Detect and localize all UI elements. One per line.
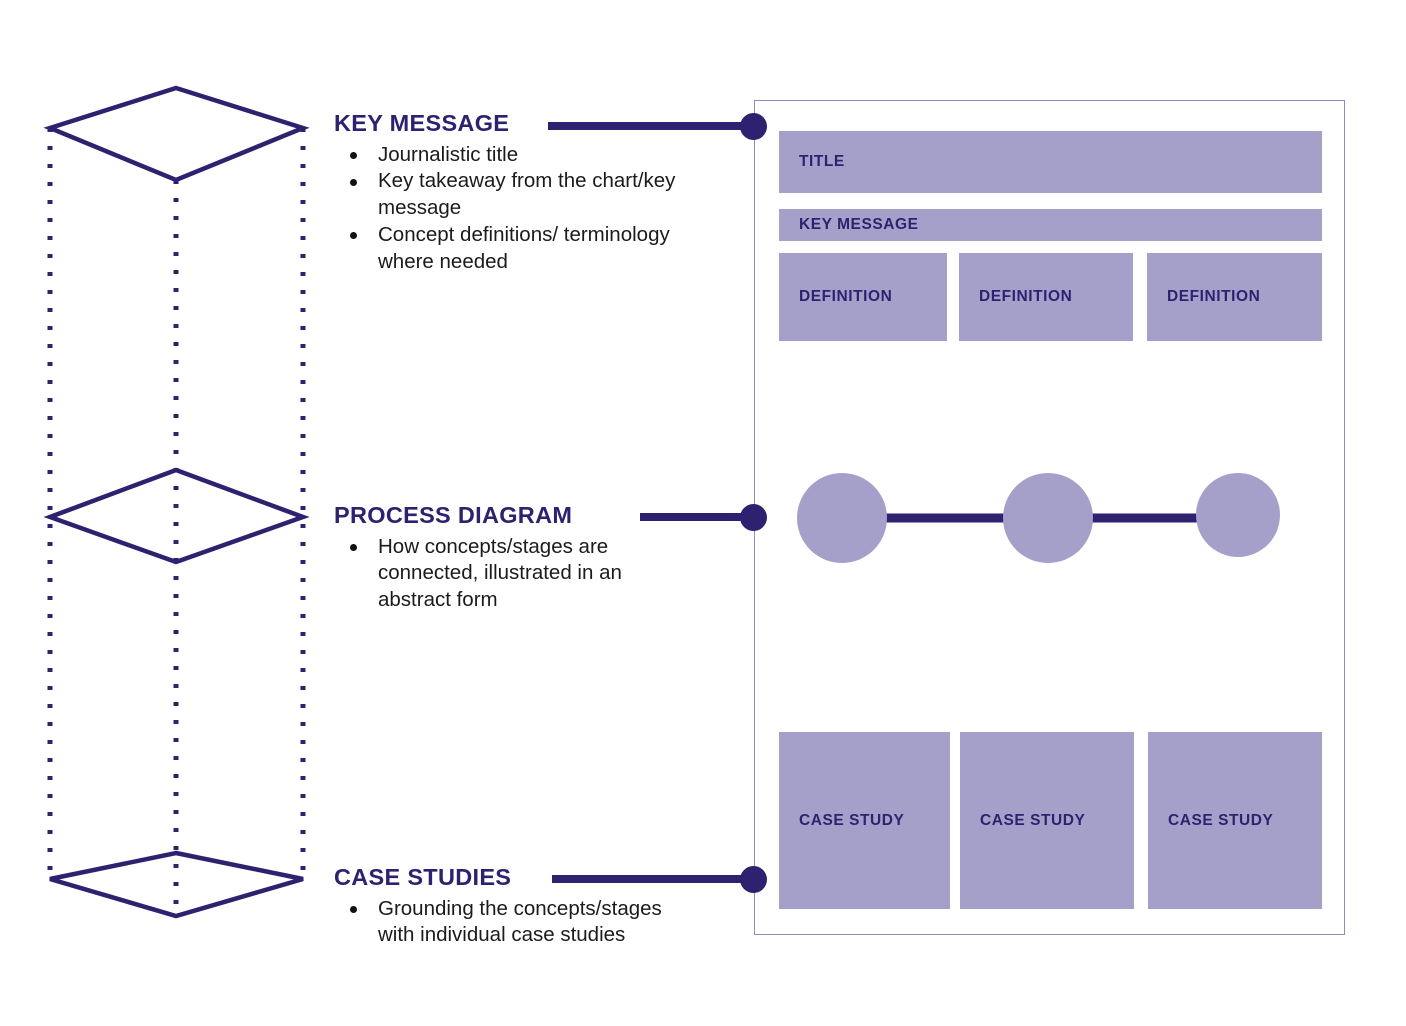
wireframe-case-study-box-1[interactable]: CASE STUDY (779, 732, 950, 909)
connector-dot-case-studies (740, 866, 767, 893)
annotation-key-message-title: KEY MESSAGE (334, 110, 510, 136)
wireframe-case-study-label: CASE STUDY (1168, 811, 1274, 829)
annotation-key-message-bullets: Journalistic title Key takeaway from the… (334, 142, 698, 276)
annotation-key-message-heading: KEY MESSAGE (334, 110, 698, 136)
wireframe-case-study-box-3[interactable]: CASE STUDY (1148, 732, 1322, 909)
wireframe-key-message-box[interactable]: KEY MESSAGE (779, 209, 1322, 241)
annotation-process-diagram-bullets: How concepts/stages are connected, illus… (334, 534, 698, 614)
connector-dot-key-message (740, 113, 767, 140)
annotation-case-studies-heading: CASE STUDIES (334, 864, 698, 890)
bullet-dot-icon (350, 232, 357, 240)
bullet-dot-icon (350, 152, 357, 159)
annotation-process-diagram: PROCESS DIAGRAM How concepts/stages are … (334, 502, 698, 614)
connector-dot-process-diagram (740, 504, 767, 531)
annotation-key-message: KEY MESSAGE Journalistic title Key takea… (334, 110, 698, 276)
process-node-2[interactable] (1003, 473, 1093, 563)
list-item: Journalistic title (334, 142, 698, 169)
wireframe-definition-box-3[interactable]: DEFINITION (1147, 253, 1322, 341)
annotation-case-studies-title: CASE STUDIES (334, 864, 512, 890)
wireframe-title-box[interactable]: TITLE (779, 131, 1322, 193)
wireframe-definition-label: DEFINITION (979, 288, 1073, 305)
annotation-case-studies-bullets: Grounding the concepts/stages with indiv… (334, 896, 698, 950)
process-node-3[interactable] (1196, 473, 1280, 557)
list-item: Grounding the concepts/stages with indiv… (334, 896, 698, 950)
dotted-guides (47, 128, 306, 916)
wireframe-case-study-label: CASE STUDY (799, 811, 905, 829)
list-item-text: Journalistic title (378, 142, 519, 166)
wireframe-definition-label: DEFINITION (1167, 288, 1261, 305)
bullet-dot-icon (350, 178, 357, 186)
list-item-text: Key takeaway from the chart/key message (378, 169, 676, 220)
wireframe-definition-label: DEFINITION (799, 288, 893, 305)
bullet-dot-icon (350, 544, 357, 551)
diamond-top (43, 85, 310, 183)
slide-wireframe-panel: TITLE KEY MESSAGE DEFINITION DEFINITION … (754, 100, 1345, 935)
list-item: Concept definitions/ terminology where n… (334, 222, 698, 276)
diamond-middle (43, 467, 310, 565)
list-item-text: Grounding the concepts/stages with indiv… (378, 896, 662, 947)
wireframe-title-label: TITLE (799, 153, 845, 170)
annotation-process-diagram-title: PROCESS DIAGRAM (334, 502, 573, 528)
list-item: Key takeaway from the chart/key message (334, 168, 698, 222)
process-node-1[interactable] (797, 473, 887, 563)
wireframe-case-study-box-2[interactable]: CASE STUDY (960, 732, 1134, 909)
list-item-text: How concepts/stages are connected, illus… (378, 534, 622, 612)
annotation-case-studies: CASE STUDIES Grounding the concepts/stag… (334, 864, 698, 950)
wireframe-process-connectors (880, 513, 1205, 523)
bullet-dot-icon (350, 906, 357, 913)
list-item: How concepts/stages are connected, illus… (334, 534, 698, 614)
diamond-bottom (49, 850, 304, 919)
annotation-process-diagram-heading: PROCESS DIAGRAM (334, 502, 698, 528)
list-item-text: Concept definitions/ terminology where n… (378, 222, 670, 273)
wireframe-definition-box-2[interactable]: DEFINITION (959, 253, 1133, 341)
wireframe-case-study-label: CASE STUDY (980, 811, 1086, 829)
wireframe-key-message-label: KEY MESSAGE (799, 216, 919, 233)
wireframe-definition-box-1[interactable]: DEFINITION (779, 253, 947, 341)
